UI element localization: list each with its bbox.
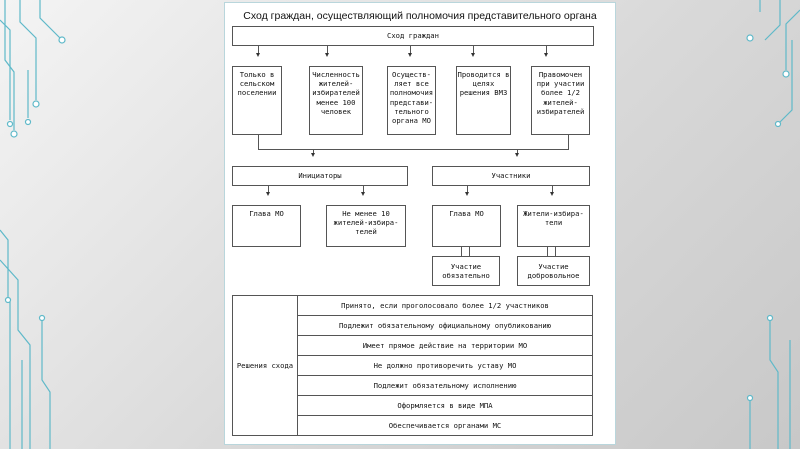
decision-text: Имеет прямое действие на территории МО [362,340,528,350]
decision-text: Подлежит обязательному официальному опуб… [338,320,552,330]
connector [258,46,259,53]
condition-box: Только в сельском поселении [232,66,282,135]
condition-text: Осуществ-ляет все полномочия представи-т… [389,70,434,126]
condition-text: Только в сельском поселении [237,70,277,98]
arrow-down-icon [465,192,469,196]
decision-row: Обеспечивается органами МС [297,415,593,436]
decision-row: Имеет прямое действие на территории МО [297,335,593,356]
arrow-down-icon [471,53,475,57]
connector [258,135,259,149]
arrow-down-icon [544,53,548,57]
decision-text: Оформляется в виде МПА [397,400,493,410]
initiators-label: Инициаторы [298,171,342,181]
slide-panel: Сход граждан, осуществляющий полномочия … [224,2,616,445]
arrow-down-icon [408,53,412,57]
connector [546,46,547,53]
connector [461,247,462,256]
condition-text: Проводится в целях решения ВМЗ [457,70,510,98]
participation-box: Участие обязательно [432,256,500,286]
decision-row: Принято, если проголосовало более 1/2 уч… [297,295,593,316]
slide-title: Сход граждан, осуществляющий полномочия … [243,10,597,22]
initiators-box: Инициаторы [232,166,408,186]
participant-box: Жители-избира-тели [517,205,590,247]
arrow-down-icon [325,53,329,57]
participant-text: Жители-избира-тели [523,209,584,228]
connector [313,149,314,153]
arrow-down-icon [515,153,519,157]
decision-text: Подлежит обязательному исполнению [373,380,517,390]
decision-row: Оформляется в виде МПА [297,395,593,416]
arrow-down-icon [550,192,554,196]
participants-label: Участники [491,171,531,181]
initiator-box: Глава МО [232,205,301,247]
arrow-down-icon [311,153,315,157]
header-box: Сход граждан [232,26,594,46]
connector [258,149,569,150]
connector [568,135,569,149]
connector [555,247,556,256]
condition-text: Правомочен при участии более 1/2 жителей… [536,70,585,116]
initiator-text: Не менее 10 жителей-избира-телей [333,209,399,237]
decision-text: Не должно противоречить уставу МО [373,360,517,370]
decisions-label: Решения схода [236,360,294,370]
condition-box: Проводится в целях решения ВМЗ [456,66,511,135]
participant-text: Глава МО [449,209,484,218]
connector [547,247,548,256]
connector [517,149,518,153]
connector [410,46,411,53]
decision-row: Подлежит обязательному официальному опуб… [297,315,593,336]
connector [363,186,364,192]
decision-text: Обеспечивается органами МС [388,420,502,430]
arrow-down-icon [266,192,270,196]
participants-box: Участники [432,166,590,186]
condition-box: Численность жителей-избирателей менее 10… [309,66,363,135]
arrow-down-icon [256,53,260,57]
arrow-down-icon [361,192,365,196]
initiator-box: Не менее 10 жителей-избира-телей [326,205,406,247]
connector [327,46,328,53]
connector [268,186,269,192]
participant-box: Глава МО [432,205,501,247]
decisions-label-box: Решения схода [232,295,298,436]
decision-text: Принято, если проголосовало более 1/2 уч… [341,300,549,310]
condition-box: Осуществ-ляет все полномочия представи-т… [387,66,436,135]
participation-text: Участие обязательно [442,261,490,280]
connector [467,186,468,192]
initiator-text: Глава МО [249,209,284,218]
connector [552,186,553,192]
condition-text: Численность жителей-избирателей менее 10… [312,70,360,116]
connector [469,247,470,256]
header-label: Сход граждан [387,31,439,41]
decision-row: Подлежит обязательному исполнению [297,375,593,396]
participation-text: Участие добровольное [527,261,580,280]
participation-box: Участие добровольное [517,256,590,286]
decision-row: Не должно противоречить уставу МО [297,355,593,376]
connector [473,46,474,53]
condition-box: Правомочен при участии более 1/2 жителей… [531,66,590,135]
